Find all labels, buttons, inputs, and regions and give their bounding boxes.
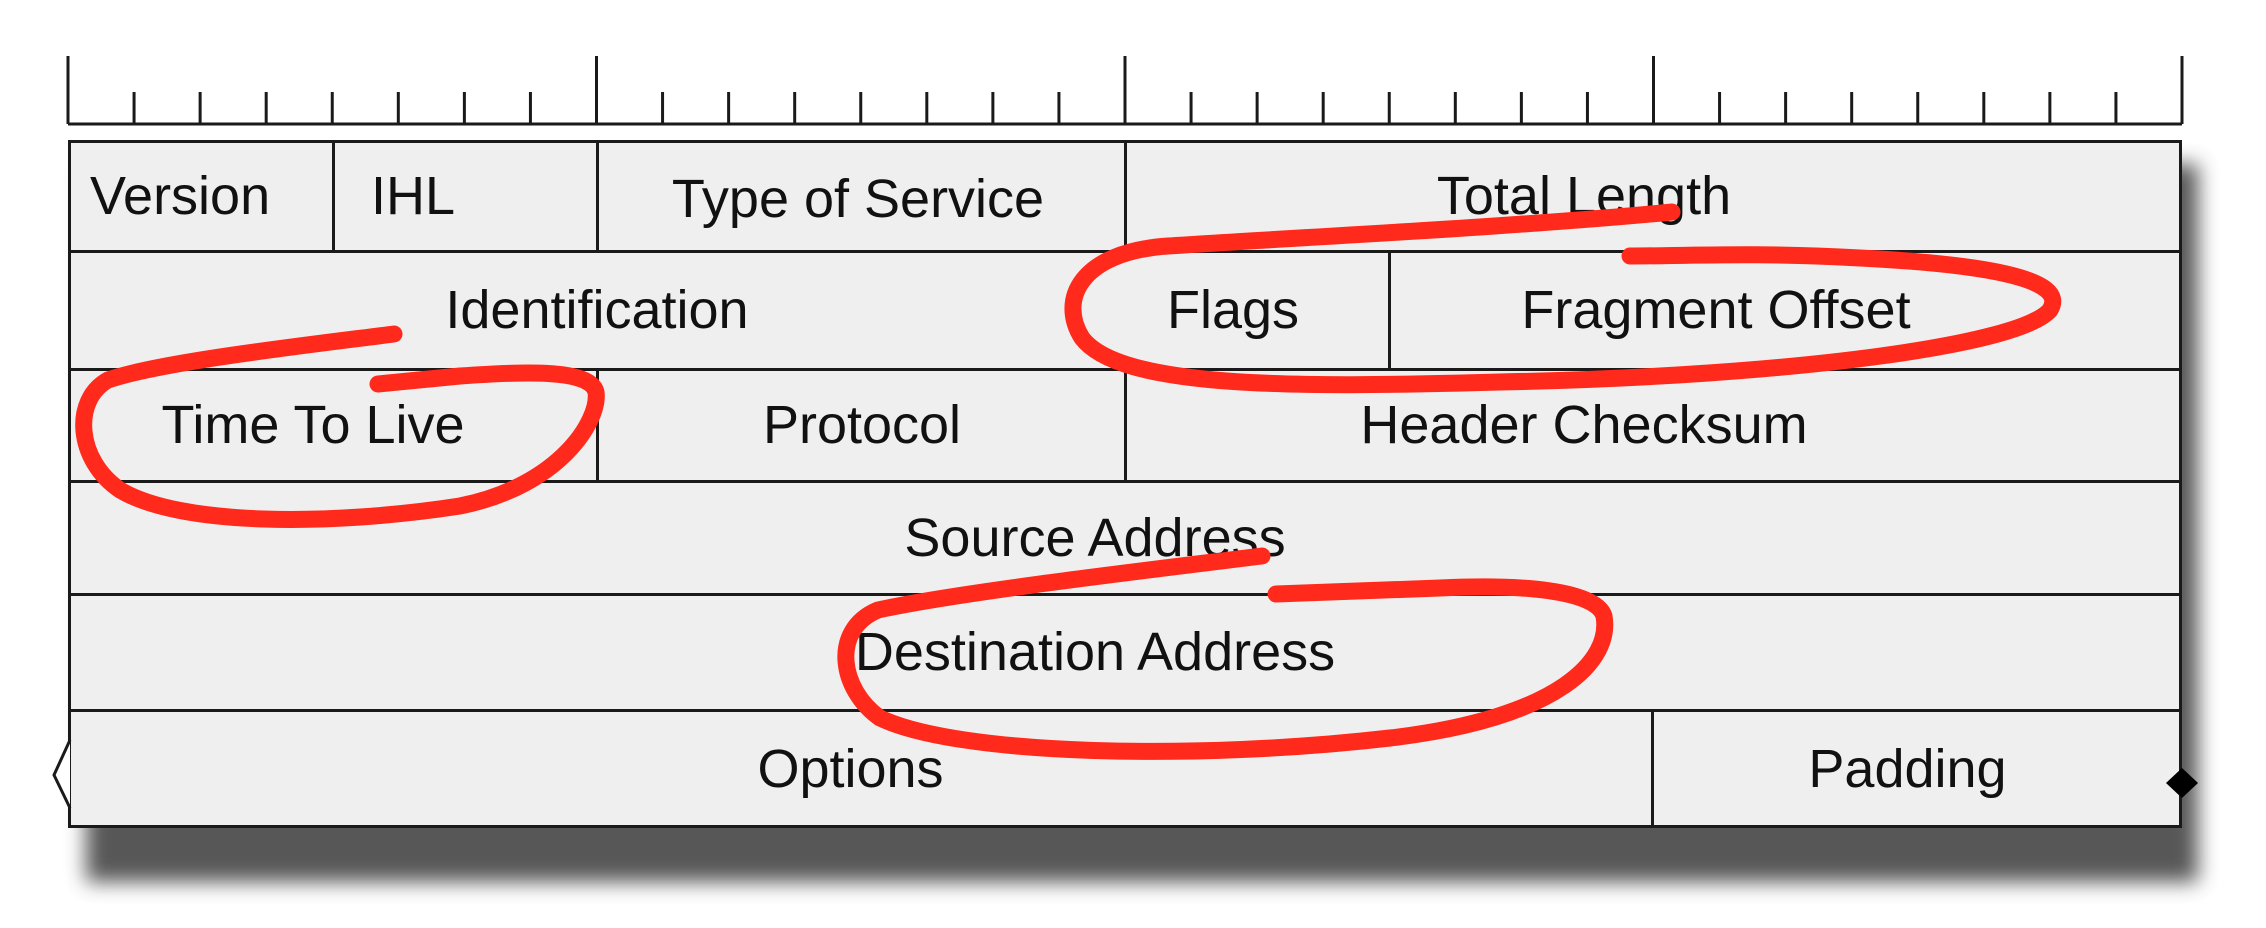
field-flags: Flags bbox=[1166, 280, 1300, 340]
field-identification: Identification bbox=[445, 280, 749, 340]
grid-line bbox=[68, 140, 71, 828]
grid-line bbox=[1124, 140, 1127, 251]
field-protocol: Protocol bbox=[762, 395, 962, 455]
grid-line bbox=[68, 593, 2182, 596]
field-ihl: IHL bbox=[370, 165, 456, 226]
grid-line bbox=[2179, 140, 2182, 828]
grid-line bbox=[596, 140, 599, 251]
grid-line bbox=[68, 709, 2182, 712]
field-padding: Padding bbox=[1808, 739, 2007, 799]
grid-line bbox=[1651, 710, 1654, 828]
field-time-to-live: Time To Live bbox=[161, 395, 465, 455]
grid-line bbox=[332, 140, 335, 251]
torn-edge-left bbox=[52, 739, 72, 809]
grid-line bbox=[1388, 251, 1391, 369]
grid-line bbox=[68, 825, 2182, 828]
field-fragment-offset: Fragment Offset bbox=[1521, 280, 1911, 340]
annotation-circle-flags-fragment bbox=[1064, 203, 2061, 394]
grid-line bbox=[596, 369, 599, 481]
field-header-checksum: Header Checksum bbox=[1360, 395, 1808, 455]
grid-line bbox=[1124, 369, 1127, 481]
bit-ruler bbox=[66, 56, 2184, 126]
annotation-circle-destination-address bbox=[837, 547, 1614, 760]
field-options: Options bbox=[757, 739, 944, 799]
field-type-of-service: Type of Service bbox=[671, 168, 1045, 229]
annotation-circle-time-to-live bbox=[75, 325, 605, 528]
continuation-diamond bbox=[2166, 768, 2198, 798]
field-version: Version bbox=[90, 165, 271, 226]
field-destination-address: Destination Address bbox=[854, 622, 1336, 682]
grid-line bbox=[68, 480, 2182, 483]
